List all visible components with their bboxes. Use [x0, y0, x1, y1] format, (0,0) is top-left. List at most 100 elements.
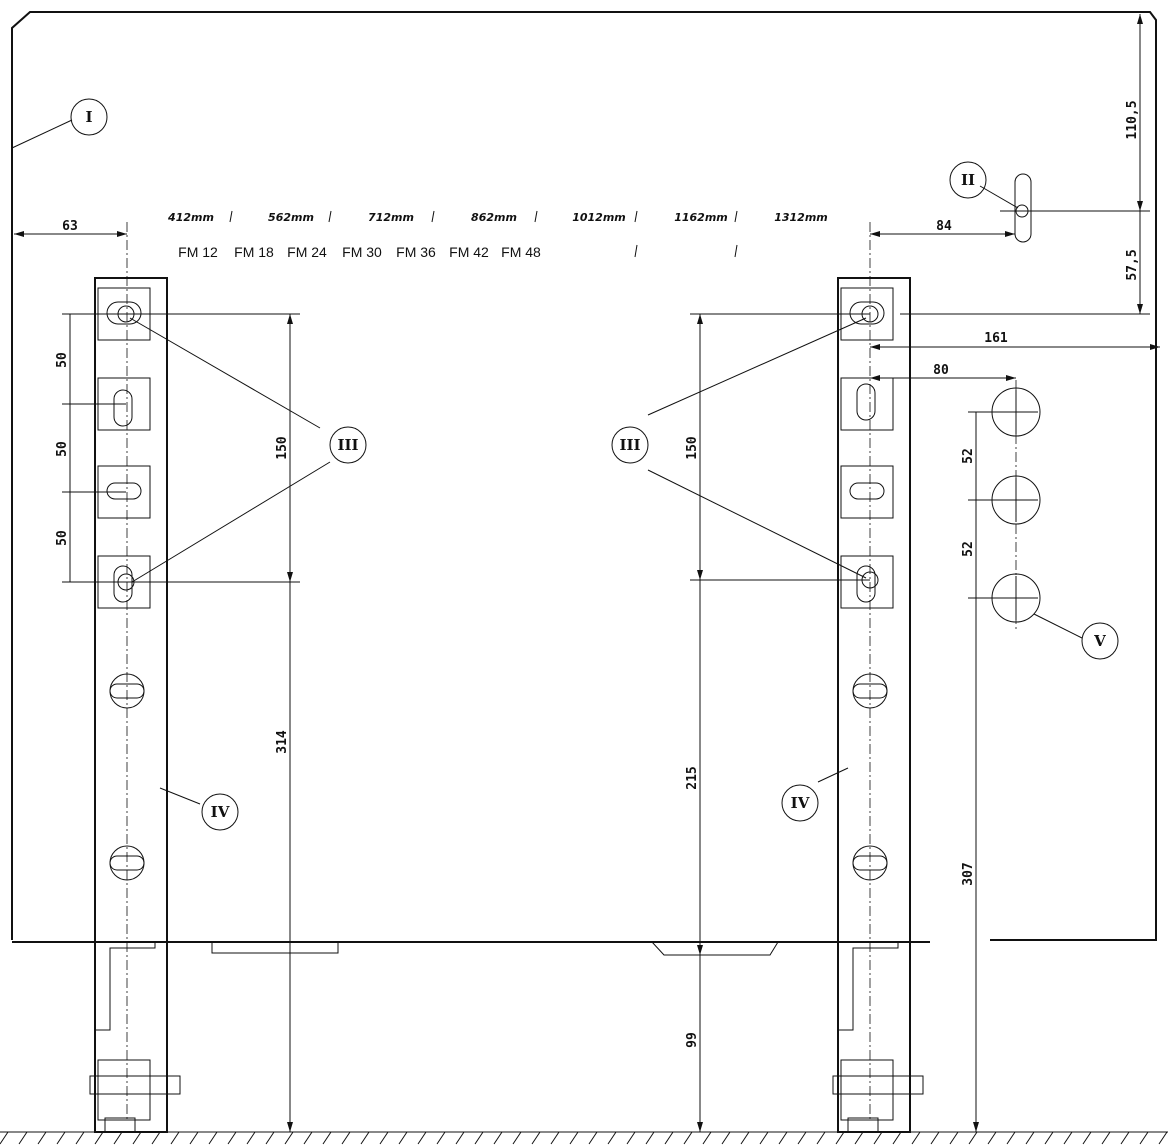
- hatch-tick: [721, 1131, 731, 1145]
- svg-text:1012mm: 1012mm: [572, 211, 626, 224]
- hatch-tick: [417, 1131, 427, 1145]
- hatch-tick: [569, 1131, 579, 1145]
- hatch-tick: [56, 1131, 66, 1145]
- dim-150-left: 150: [275, 436, 290, 460]
- callout-panel: I: [85, 108, 92, 126]
- dim-57-5: 57,5: [1125, 249, 1140, 280]
- hatch-tick: [588, 1131, 598, 1145]
- bottom-tab-right: [651, 941, 779, 956]
- hatch-tick: [854, 1131, 864, 1145]
- dim-50-a: 50: [55, 352, 70, 368]
- hatch-tick: [284, 1131, 294, 1145]
- hatch-tick: [94, 1131, 104, 1145]
- hatch-tick: [1063, 1131, 1073, 1145]
- hatch-tick: [816, 1131, 826, 1145]
- dim-80: 80: [933, 363, 949, 378]
- dim-84: 84: [936, 219, 952, 234]
- top-slot: [1014, 173, 1032, 243]
- left-rail-slots: [97, 287, 151, 609]
- svg-text:562mm: 562mm: [268, 211, 314, 224]
- hatch-tick: [797, 1131, 807, 1145]
- hatch-tick: [246, 1131, 256, 1145]
- ground-hatching: [0, 1131, 1168, 1145]
- dim-314: 314: [275, 730, 290, 754]
- hatch-tick: [835, 1131, 845, 1145]
- hatch-tick: [474, 1131, 484, 1145]
- left-foot-bracket: [89, 942, 181, 1133]
- dim-150-right: 150: [685, 436, 700, 460]
- hatch-tick: [512, 1131, 522, 1145]
- hatch-tick: [550, 1131, 560, 1145]
- svg-text:FM 18: FM 18: [234, 244, 274, 260]
- hatch-tick: [493, 1131, 503, 1145]
- hatch-tick: [1044, 1131, 1054, 1145]
- right-rail-slots: [840, 287, 894, 609]
- scale-fm-row: FM 12 FM 18 FM 24 FM 30 FM 36 FM 42 FM 4…: [178, 244, 738, 260]
- hatch-tick: [1025, 1131, 1035, 1145]
- svg-text:412mm: 412mm: [167, 211, 214, 224]
- svg-text:FM 30: FM 30: [342, 244, 382, 260]
- leader-lines: [11, 119, 1083, 805]
- dim-52-a: 52: [961, 448, 976, 464]
- dim-307: 307: [961, 862, 976, 885]
- hatch-tick: [151, 1131, 161, 1145]
- dim-52-b: 52: [961, 541, 976, 557]
- hatch-tick: [930, 1131, 940, 1145]
- hatch-tick: [702, 1131, 712, 1145]
- hatch-tick: [379, 1131, 389, 1145]
- hatch-tick: [113, 1131, 123, 1145]
- scale-mm-row: 412mm 562mm 712mm 862mm 1012mm 1162mm 13…: [167, 210, 828, 224]
- hatch-tick: [987, 1131, 997, 1145]
- hatch-tick: [398, 1131, 408, 1145]
- hatch-tick: [436, 1131, 446, 1145]
- hatch-tick: [531, 1131, 541, 1145]
- rail-lower-holes: [109, 673, 888, 881]
- callout-circles: [70, 98, 1119, 831]
- bottom-tab-left: [211, 942, 339, 954]
- hatch-tick: [778, 1131, 788, 1145]
- dim-99: 99: [685, 1032, 700, 1048]
- svg-text:1162mm: 1162mm: [674, 211, 728, 224]
- dim-215: 215: [685, 766, 700, 789]
- hatch-tick: [626, 1131, 636, 1145]
- panel-outline: [11, 11, 1157, 941]
- hatch-tick: [265, 1131, 275, 1145]
- left-rail: [94, 277, 168, 1133]
- right-rail: [837, 277, 911, 1133]
- svg-text:FM 12: FM 12: [178, 244, 218, 260]
- hatch-tick: [132, 1131, 142, 1145]
- hatch-tick: [645, 1131, 655, 1145]
- hatch-tick: [0, 1131, 9, 1145]
- svg-text:FM 48: FM 48: [501, 244, 541, 260]
- hatch-tick: [1082, 1131, 1092, 1145]
- hatch-tick: [683, 1131, 693, 1145]
- svg-text:FM 36: FM 36: [396, 244, 436, 260]
- hatch-tick: [968, 1131, 978, 1145]
- callout-right-rail: IV: [791, 794, 810, 812]
- hatch-tick: [322, 1131, 332, 1145]
- dim-110-5: 110,5: [1125, 100, 1140, 139]
- svg-text:FM 24: FM 24: [287, 244, 327, 260]
- hatch-tick: [208, 1131, 218, 1145]
- hatch-tick: [1101, 1131, 1111, 1145]
- svg-text:712mm: 712mm: [368, 211, 414, 224]
- hatch-tick: [189, 1131, 199, 1145]
- hatch-tick: [892, 1131, 902, 1145]
- callout-holes: V: [1093, 632, 1106, 650]
- svg-text:1312mm: 1312mm: [774, 211, 828, 224]
- hatch-tick: [18, 1131, 28, 1145]
- hatch-tick: [949, 1131, 959, 1145]
- hatch-tick: [303, 1131, 313, 1145]
- svg-text:862mm: 862mm: [471, 211, 517, 224]
- hatch-tick: [607, 1131, 617, 1145]
- dimension-lines: [14, 14, 1160, 1132]
- callout-right-slots: III: [619, 436, 640, 454]
- hatch-tick: [740, 1131, 750, 1145]
- svg-text:FM 42: FM 42: [449, 244, 489, 260]
- hatch-tick: [1006, 1131, 1016, 1145]
- hatch-tick: [1139, 1131, 1149, 1145]
- hatch-tick: [170, 1131, 180, 1145]
- hatch-tick: [455, 1131, 465, 1145]
- hatch-tick: [341, 1131, 351, 1145]
- hatch-tick: [759, 1131, 769, 1145]
